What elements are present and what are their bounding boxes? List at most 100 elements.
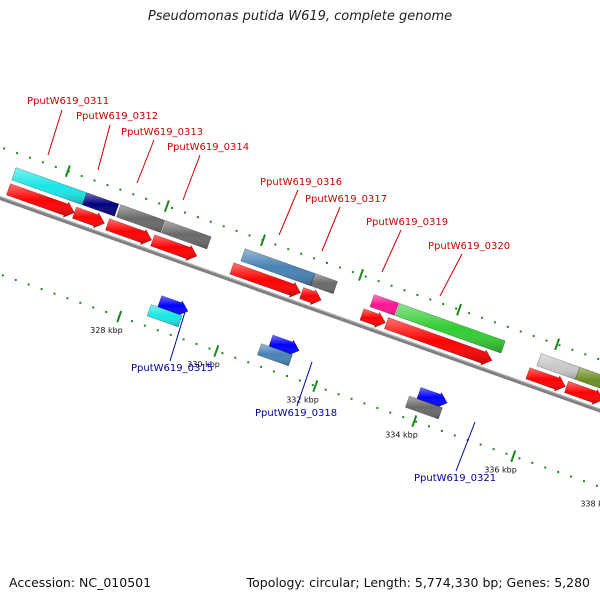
gene-label-top[interactable]: PputW619_0316 xyxy=(260,177,342,188)
ruler-dot xyxy=(544,466,547,469)
ruler-tick-mark xyxy=(358,268,364,281)
cds-feature-1[interactable] xyxy=(72,206,105,229)
cds-feature-5-shading xyxy=(299,287,322,306)
gene-feature-top-9[interactable] xyxy=(575,366,600,393)
ruler-dot xyxy=(582,480,585,483)
ruler-dot xyxy=(479,443,482,446)
gene-label-bottom[interactable]: PputW619_0315 xyxy=(131,363,213,374)
leader-line xyxy=(321,206,341,252)
cds-feature-7[interactable] xyxy=(384,317,493,366)
ruler-dot xyxy=(493,321,496,324)
gene-label-top[interactable]: PputW619_0317 xyxy=(305,194,387,205)
ruler-dot xyxy=(403,289,406,292)
gene-feature-bottom-3[interactable] xyxy=(257,343,293,367)
backbone-track xyxy=(0,195,600,413)
axis-tick-mark xyxy=(312,380,319,393)
gene-feature-top-5[interactable] xyxy=(310,273,338,295)
ruler-dot xyxy=(41,161,44,164)
gene-label-top[interactable]: PputW619_0312 xyxy=(76,111,158,122)
cds-feature-8[interactable] xyxy=(525,367,566,392)
gene-feature-bottom-1[interactable] xyxy=(146,304,183,328)
gene-feature-top-6[interactable] xyxy=(369,294,400,316)
gene-label-bottom[interactable]: PputW619_0318 xyxy=(255,408,337,419)
ruler-dot xyxy=(273,370,276,373)
ruler-dot xyxy=(506,325,509,328)
ruler-dot xyxy=(389,411,392,414)
ruler-dot xyxy=(105,310,108,313)
gene-feature-top-3[interactable] xyxy=(161,220,212,250)
gene-label-top[interactable]: PputW619_0319 xyxy=(366,217,448,228)
gene-feature-top-3-shading xyxy=(161,220,212,250)
ruler-dot xyxy=(14,278,17,281)
ruler-dot xyxy=(584,353,587,356)
ruler-dot xyxy=(531,461,534,464)
cds-feature-0[interactable] xyxy=(6,183,75,218)
cds-feature-1-shading xyxy=(72,206,105,229)
gene-label-top[interactable]: PputW619_0313 xyxy=(121,127,203,138)
leader-line xyxy=(439,253,463,297)
ruler-dot xyxy=(183,211,186,214)
gene-label-top[interactable]: PputW619_0320 xyxy=(428,241,510,252)
gene-label-bottom[interactable]: PputW619_0321 xyxy=(414,473,496,484)
ruler-tick-mark xyxy=(64,165,71,178)
ruler-dot xyxy=(209,220,212,223)
gene-feature-top-7-shading xyxy=(395,303,506,354)
ruler-dot xyxy=(351,271,354,274)
cds-feature-7-shading xyxy=(384,317,493,366)
ruler-dot xyxy=(429,298,432,301)
ruler-dot xyxy=(54,165,57,168)
ruler-dots-lower xyxy=(1,274,598,487)
ruler-dot xyxy=(363,402,366,405)
backbone-highlight xyxy=(0,195,600,410)
ruler-dot xyxy=(350,397,353,400)
ruler-dot xyxy=(221,352,224,355)
ruler-dot xyxy=(130,320,133,323)
axis-tick-mark xyxy=(116,310,123,323)
cds-feature-2[interactable] xyxy=(105,218,153,246)
axis-tick-label: 334 kbp xyxy=(385,430,418,439)
ruler-dot xyxy=(326,261,329,264)
gene-feature-top-2[interactable] xyxy=(116,204,166,233)
cds-feature-9[interactable] xyxy=(564,380,600,406)
cds-feature-8-shading xyxy=(525,367,566,392)
leader-line xyxy=(296,361,313,407)
ruler-dot xyxy=(313,257,316,260)
ruler-dot xyxy=(196,216,199,219)
axis-tick-mark xyxy=(510,450,517,463)
cds-feature-5[interactable] xyxy=(299,287,322,306)
axis-tick-label: 336 kbp xyxy=(484,465,517,474)
cds-feature-3[interactable] xyxy=(150,234,198,262)
ruler-dot xyxy=(402,416,405,419)
leader-line xyxy=(97,124,111,171)
ruler-dot xyxy=(92,306,95,309)
gene-labels: PputW619_0311PputW619_0312PputW619_0313P… xyxy=(27,96,510,484)
ruler-dot xyxy=(571,348,574,351)
leader-line xyxy=(182,154,201,201)
cds-feature-0-shading xyxy=(6,183,75,218)
ruler-dot xyxy=(143,324,146,327)
ruler-dot xyxy=(247,361,250,364)
ruler-dot xyxy=(427,425,430,428)
ruler-dot xyxy=(156,329,159,332)
ruler-dot xyxy=(132,193,135,196)
cds-feature-6[interactable] xyxy=(359,308,386,328)
ruler-dot xyxy=(248,234,251,237)
gene-feature-bottom-5[interactable] xyxy=(405,395,443,420)
gene-feature-top-7[interactable] xyxy=(395,303,506,354)
gene-feature-bottom-3-shading xyxy=(257,343,293,367)
ruler-dot xyxy=(169,333,172,336)
leader-line xyxy=(381,229,402,273)
ruler-dot xyxy=(16,152,19,155)
ruler-dot xyxy=(376,407,379,410)
gene-label-top[interactable]: PputW619_0314 xyxy=(167,142,249,153)
ruler-dot xyxy=(300,252,303,255)
leader-line xyxy=(455,421,476,472)
gene-label-top[interactable]: PputW619_0311 xyxy=(27,96,109,107)
cds-feature-4[interactable] xyxy=(229,262,302,298)
ruler-dot xyxy=(145,197,148,200)
axis-tick-label: 332 kbp xyxy=(286,395,319,404)
ruler-dot xyxy=(416,293,419,296)
gene-feature-top-1[interactable] xyxy=(82,192,120,217)
